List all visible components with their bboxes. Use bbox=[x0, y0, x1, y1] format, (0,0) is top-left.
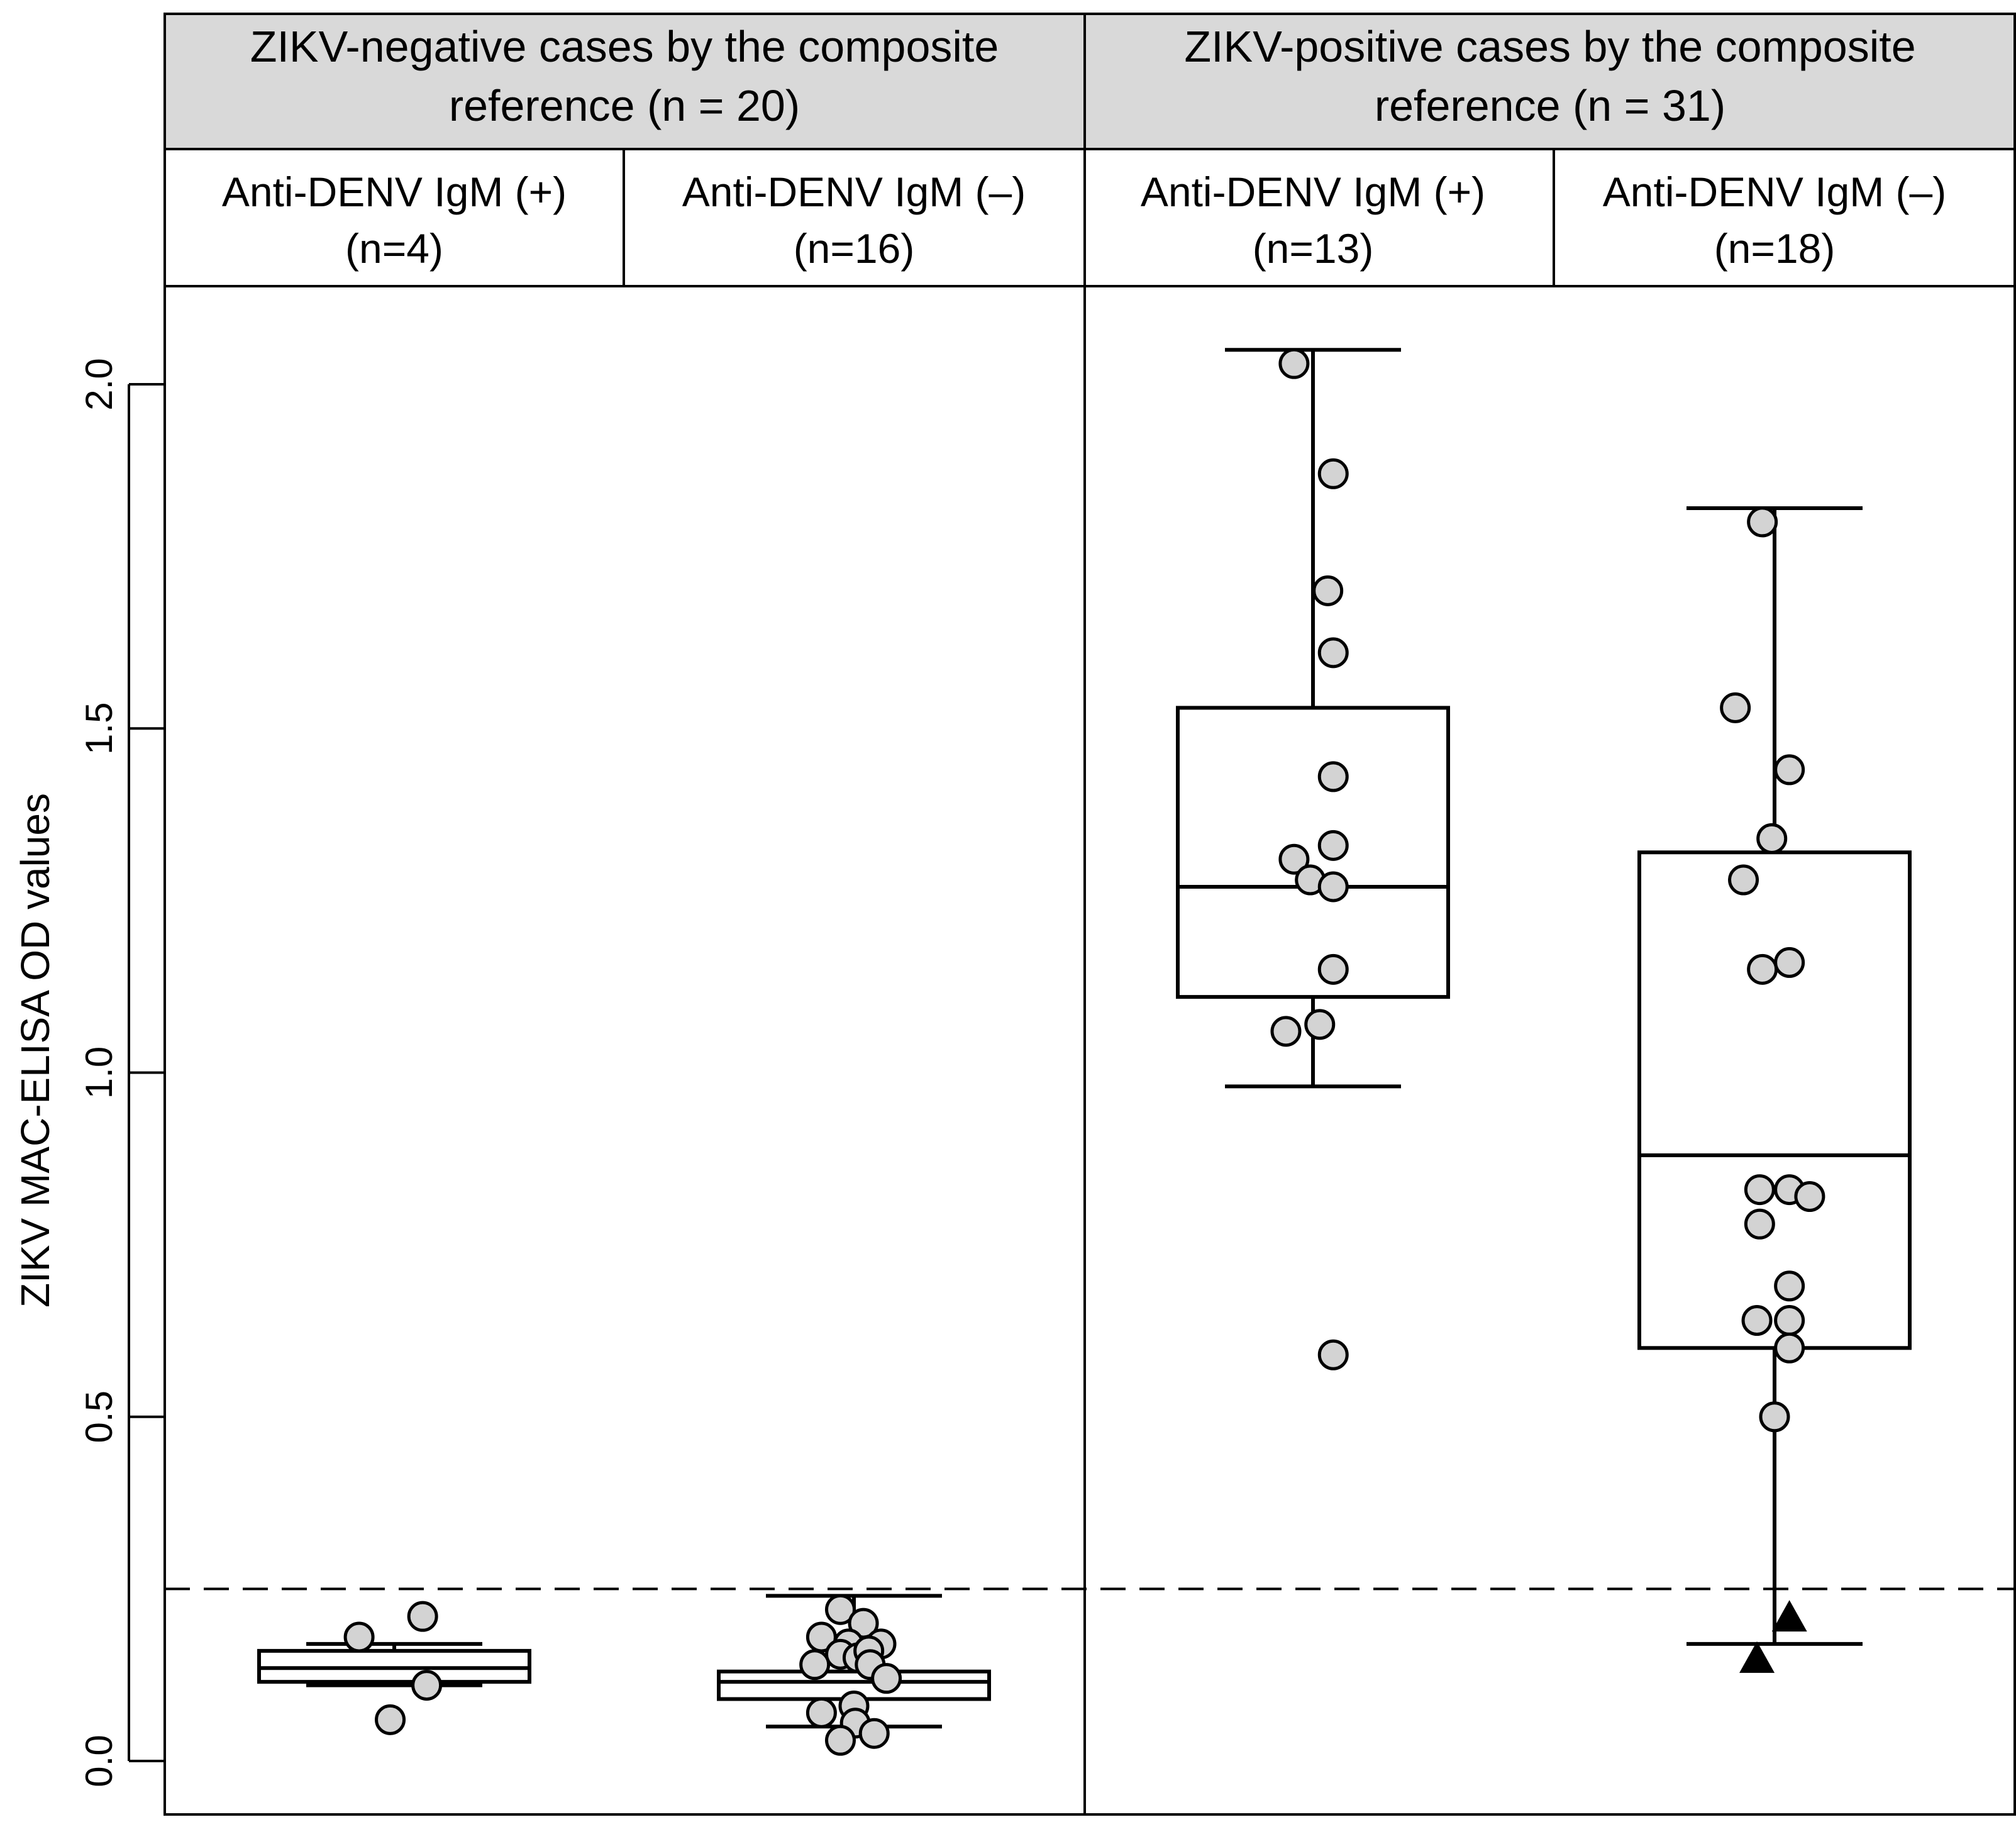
data-point bbox=[825, 1594, 856, 1625]
data-point bbox=[825, 1725, 856, 1756]
data-point bbox=[1794, 1181, 1825, 1213]
y-tick-label: 0.0 bbox=[78, 1735, 120, 1787]
data-point bbox=[1774, 1305, 1805, 1336]
data-point bbox=[1747, 506, 1778, 538]
data-point bbox=[1317, 953, 1349, 985]
data-point bbox=[1720, 692, 1751, 723]
data-point bbox=[407, 1601, 438, 1632]
plot-frame bbox=[163, 285, 2016, 1816]
panel-header-row bbox=[163, 13, 2016, 150]
data-point bbox=[1747, 953, 1778, 985]
group-label-pos-denv-pos-line2: (n=13) bbox=[1253, 225, 1374, 272]
group-label-pos-denv-pos-line1: Anti-DENV IgM (+) bbox=[1141, 169, 1485, 215]
group-label-neg-denv-pos-line2: (n=4) bbox=[345, 225, 443, 272]
box-group bbox=[257, 1641, 531, 1687]
data-point bbox=[375, 1704, 406, 1735]
panel-label-positive-line2: reference (n = 31) bbox=[1375, 81, 1725, 130]
panel-label-positive-line1: ZIKV-positive cases by the composite bbox=[1184, 22, 1915, 71]
data-point bbox=[1317, 871, 1349, 903]
y-tick-label: 1.5 bbox=[78, 703, 120, 755]
triangle-point bbox=[1739, 1641, 1775, 1673]
data-point bbox=[871, 1663, 902, 1694]
data-point bbox=[1728, 864, 1759, 896]
group-label-neg-denv-pos-line1: Anti-DENV IgM (+) bbox=[222, 169, 567, 215]
data-point bbox=[1304, 1009, 1336, 1040]
box-group bbox=[1176, 348, 1450, 1089]
data-point bbox=[799, 1649, 831, 1680]
group-header-row bbox=[163, 148, 2016, 287]
triangle-point bbox=[1771, 1600, 1807, 1632]
group-label-neg-denv-neg-line1: Anti-DENV IgM (–) bbox=[682, 169, 1026, 215]
data-point bbox=[1774, 1270, 1805, 1302]
group-label-neg-denv-neg-line2: (n=16) bbox=[794, 225, 915, 272]
data-point bbox=[1759, 1401, 1790, 1433]
data-point bbox=[343, 1621, 375, 1653]
group-label-pos-denv-neg-line1: Anti-DENV IgM (–) bbox=[1603, 169, 1946, 215]
point-layer bbox=[343, 348, 1825, 1756]
data-point bbox=[858, 1718, 890, 1749]
data-point bbox=[1744, 1174, 1775, 1206]
y-axis-label: ZIKV MAC-ELISA OD values bbox=[13, 793, 58, 1308]
y-tick-label: 2.0 bbox=[78, 358, 120, 410]
data-point bbox=[1317, 761, 1349, 792]
panel-label-negative-line1: ZIKV-negative cases by the composite bbox=[250, 22, 999, 71]
data-point bbox=[1317, 458, 1349, 489]
box-iqr bbox=[1176, 706, 1450, 999]
data-point bbox=[1774, 1332, 1805, 1364]
data-point bbox=[1774, 754, 1805, 786]
data-point bbox=[1278, 843, 1310, 875]
y-tick-label: 0.5 bbox=[78, 1391, 120, 1443]
data-point bbox=[1270, 1016, 1302, 1047]
data-point bbox=[1744, 1208, 1775, 1240]
y-tick-label: 1.0 bbox=[78, 1047, 120, 1099]
y-axis: 0.0 0.5 1.0 1.5 2.0 bbox=[78, 358, 165, 1787]
data-point bbox=[1741, 1305, 1773, 1336]
data-point bbox=[1317, 1339, 1349, 1370]
data-point bbox=[1317, 830, 1349, 861]
data-point bbox=[1317, 637, 1349, 669]
data-point bbox=[411, 1670, 443, 1701]
group-label-pos-denv-neg-line2: (n=18) bbox=[1714, 225, 1836, 272]
data-point bbox=[1278, 348, 1310, 379]
data-point bbox=[1312, 575, 1344, 606]
panel-label-negative-line2: reference (n = 20) bbox=[449, 81, 800, 130]
data-point bbox=[1756, 823, 1788, 854]
data-point bbox=[1774, 947, 1805, 978]
data-point bbox=[806, 1697, 837, 1728]
